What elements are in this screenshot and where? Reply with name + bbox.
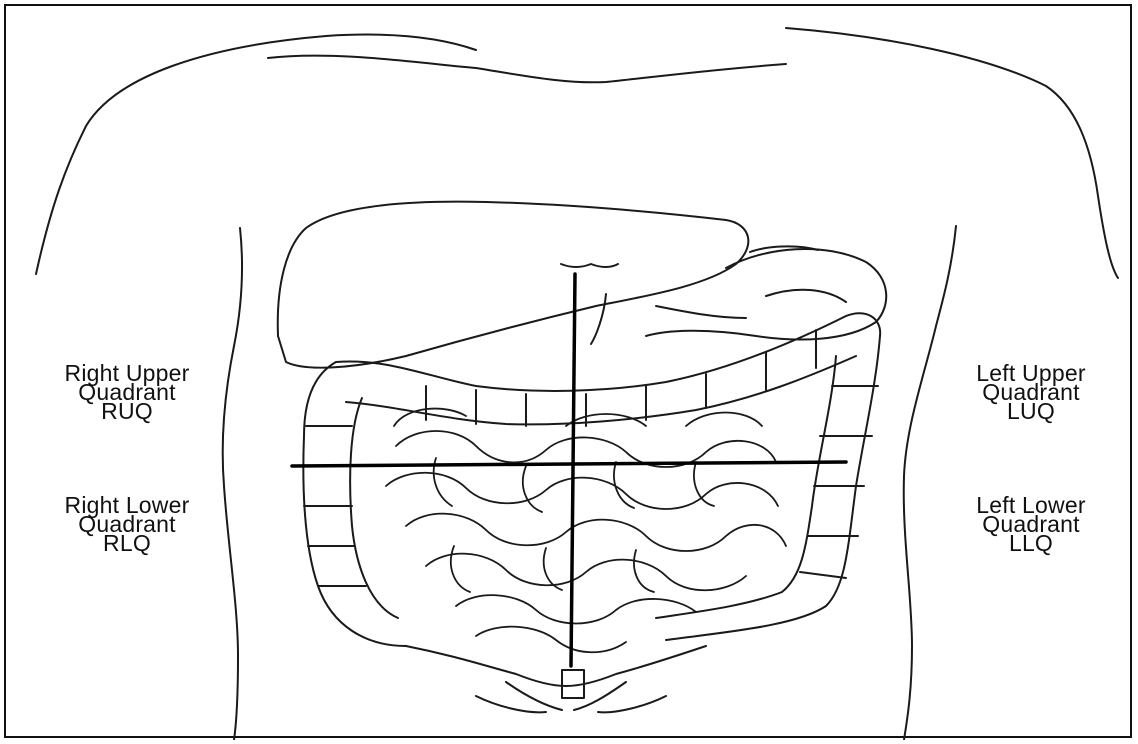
ruq-abbr: RUQ	[20, 402, 234, 421]
rlq-abbr: RLQ	[20, 534, 234, 553]
label-right-lower-quadrant: Right Lower Quadrant RLQ	[20, 496, 234, 553]
pelvis	[406, 646, 706, 712]
diagram-frame: Right Upper Quadrant RUQ Right Lower Qua…	[4, 4, 1132, 738]
label-right-upper-quadrant: Right Upper Quadrant RUQ	[20, 364, 234, 421]
liver	[278, 202, 749, 368]
ascending-colon	[303, 362, 406, 646]
vertical-midline	[571, 274, 575, 666]
descending-colon	[656, 336, 880, 640]
llq-abbr: LLQ	[928, 534, 1134, 553]
transverse-colon	[336, 313, 880, 426]
quadrant-lines	[292, 274, 846, 666]
label-left-upper-quadrant: Left Upper Quadrant LUQ	[928, 364, 1134, 421]
stomach	[646, 246, 886, 339]
label-left-lower-quadrant: Left Lower Quadrant LLQ	[928, 496, 1134, 553]
small-intestine	[386, 409, 786, 653]
luq-abbr: LUQ	[928, 402, 1134, 421]
horizontal-midline	[292, 462, 846, 466]
